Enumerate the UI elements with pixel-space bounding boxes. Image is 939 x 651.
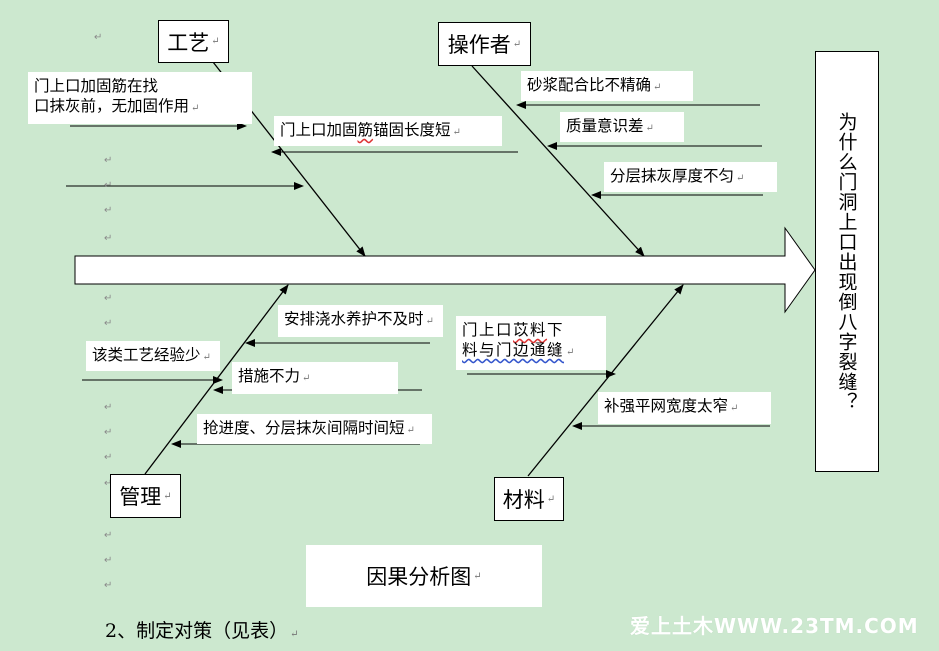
category-process: 工艺↵ [158, 20, 229, 63]
cause-operator-1: 砂浆配合比不精确↵ [521, 71, 693, 101]
cause-process-1: 门上口加固筋在找 口抹灰前，无加固作用↵ [28, 72, 252, 124]
cause-operator-2: 质量意识差↵ [560, 112, 684, 142]
cause-process-2: 门上口加固筋锚固长度短↵ [274, 116, 502, 146]
effect-box: 为什么门洞上口出现倒八字裂缝？ [815, 51, 879, 472]
category-material: 材料↵ [494, 477, 564, 521]
bone-operator [471, 65, 645, 257]
cause-material-1: 门上口苡料下 料与门边通缝↵ [456, 316, 606, 370]
watermark: 爱上土木WWW.23TM.COM [630, 614, 919, 638]
cause-management-1: 安排浇水养护不及时↵ [278, 305, 443, 337]
diagram-title: 因果分析图↵ [306, 545, 542, 607]
cause-management-4: 抢进度、分层抹灰间隔时间短↵ [197, 414, 432, 444]
cause-operator-3: 分层抹灰厚度不匀↵ [604, 162, 777, 192]
bone-material [527, 284, 684, 477]
cause-management-3: 措施不力↵ [232, 362, 398, 394]
category-management: 管理↵ [110, 474, 181, 518]
cause-material-2: 补强平网宽度太窄↵ [598, 392, 771, 424]
category-operator: 操作者↵ [438, 22, 531, 66]
cause-management-2: 该类工艺经验少↵ [86, 341, 220, 371]
spine-arrow [74, 226, 816, 314]
section-caption: 2、制定对策（见表）↵ [105, 620, 299, 642]
